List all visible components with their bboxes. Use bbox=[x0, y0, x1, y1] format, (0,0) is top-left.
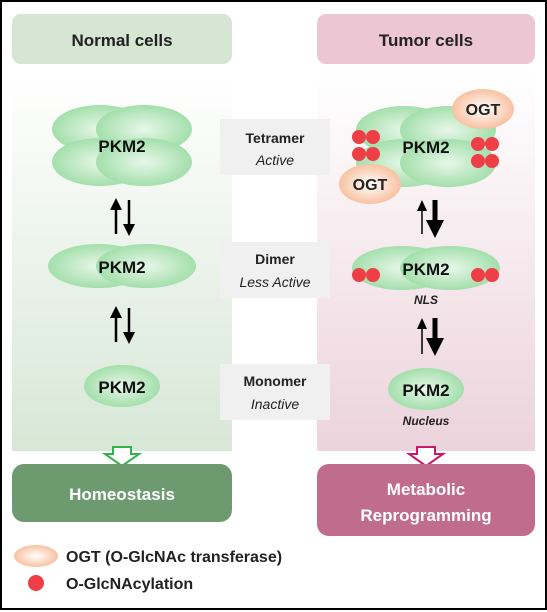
normal-cells-header-box bbox=[12, 14, 232, 64]
tumor-monomer: PKM2 bbox=[388, 368, 464, 410]
pkm2-label: PKM2 bbox=[402, 260, 449, 279]
tumor-cells-header: Tumor cells bbox=[379, 31, 473, 50]
tumor-dimer: PKM2 bbox=[352, 246, 500, 290]
outcome-line-1: Metabolic bbox=[387, 480, 465, 499]
legend: OGT (O-GlcNAc transferase) O-GlcNAcylati… bbox=[14, 545, 282, 593]
tumor-down-arrow bbox=[405, 446, 447, 468]
outcome-line-2: Reprogramming bbox=[360, 506, 491, 525]
tumor-equilibrium-arrows-1 bbox=[417, 200, 444, 238]
ogt-label: OGT bbox=[353, 177, 388, 194]
state-name: Dimer bbox=[255, 251, 295, 267]
tetramer-glcnac-dots-right bbox=[471, 137, 499, 168]
metabolic-reprogramming-box bbox=[317, 464, 535, 536]
state-activity: Active bbox=[255, 152, 294, 168]
normal-equilibrium-arrows-1 bbox=[110, 198, 135, 236]
pkm2-label: PKM2 bbox=[402, 138, 449, 157]
nucleus-label: Nucleus bbox=[403, 414, 450, 428]
homeostasis-label: Homeostasis bbox=[69, 485, 175, 504]
pkm2-label: PKM2 bbox=[98, 137, 145, 156]
state-name: Monomer bbox=[244, 373, 308, 389]
ogt-label: OGT bbox=[466, 102, 501, 119]
normal-tetramer: PKM2 bbox=[52, 105, 192, 186]
ogt-legend-label: OGT (O-GlcNAc transferase) bbox=[66, 549, 282, 566]
homeostasis-box bbox=[12, 464, 232, 522]
state-activity: Inactive bbox=[251, 396, 299, 412]
nls-label: NLS bbox=[414, 293, 438, 307]
tumor-cells-header-box bbox=[317, 14, 535, 64]
state-tetramer-label: Tetramer Active bbox=[220, 119, 330, 175]
normal-dimer: PKM2 bbox=[48, 244, 196, 288]
normal-equilibrium-arrows-2 bbox=[110, 306, 135, 344]
dimer-glcnac-dots bbox=[352, 268, 499, 282]
normal-cells-header: Normal cells bbox=[71, 31, 172, 50]
state-dimer-label: Dimer Less Active bbox=[220, 242, 330, 298]
ogt-legend-swatch bbox=[14, 545, 58, 567]
pkm2-label: PKM2 bbox=[402, 381, 449, 400]
state-activity: Less Active bbox=[239, 274, 310, 290]
glcnac-legend-swatch bbox=[28, 575, 44, 591]
tetramer-glcnac-dots-left bbox=[352, 130, 380, 161]
tumor-equilibrium-arrows-2 bbox=[417, 318, 444, 356]
state-monomer-label: Monomer Inactive bbox=[220, 364, 330, 420]
glcnac-legend-label: O-GlcNAcylation bbox=[66, 576, 193, 593]
pkm2-label: PKM2 bbox=[98, 258, 145, 277]
normal-monomer: PKM2 bbox=[84, 365, 160, 407]
normal-down-arrow bbox=[101, 446, 143, 468]
ogt-enzyme-top: OGT bbox=[452, 89, 514, 129]
ogt-enzyme-bottom: OGT bbox=[339, 164, 401, 204]
state-name: Tetramer bbox=[246, 130, 305, 146]
pkm2-label: PKM2 bbox=[98, 378, 145, 397]
